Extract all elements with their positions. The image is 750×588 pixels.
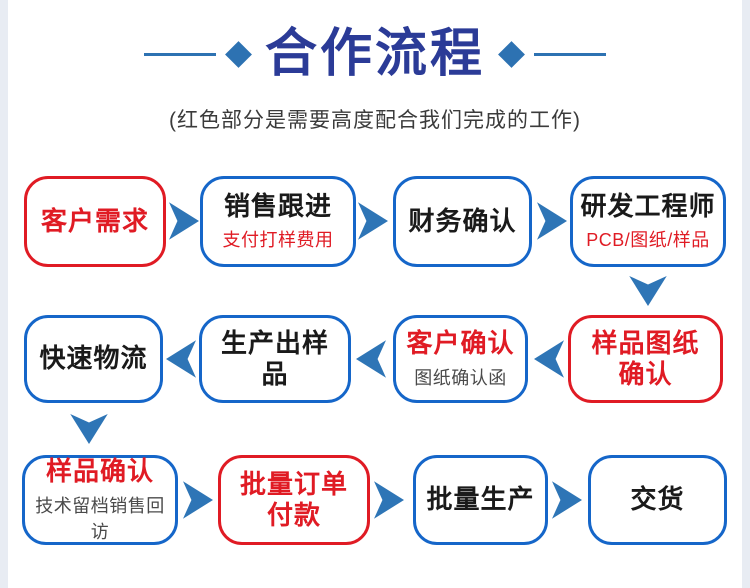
box-title: 生产出样品 <box>220 327 329 389</box>
arrow-left-icon <box>356 340 386 378</box>
page-edge-right <box>742 0 750 588</box>
page-subtitle: (红色部分是需要高度配合我们完成的工作) <box>169 109 581 132</box>
arrow-right-icon <box>169 202 199 240</box>
deco-line-left <box>143 53 216 57</box>
box-title: 客户需求 <box>40 205 149 236</box>
box-subtitle: 支付打样费用 <box>222 230 334 251</box>
arrow-right-icon <box>183 481 213 519</box>
box-produce-sample: 生产出样品 <box>199 315 351 403</box>
box-bulk-order-payment: 批量订单 付款 <box>218 455 370 545</box>
diamond-icon <box>498 41 525 69</box>
box-sample-confirm: 样品确认 技术留档销售回访 <box>22 455 178 545</box>
box-sample-drawing-confirm: 样品图纸 确认 <box>568 315 723 403</box>
box-customer-demand: 客户需求 <box>24 176 166 267</box>
diamond-icon <box>225 41 252 69</box>
box-subtitle: PCB/图纸/样品 <box>586 230 710 251</box>
box-title: 快速物流 <box>39 343 148 374</box>
page-edge-left <box>0 0 8 588</box>
arrow-down-icon <box>629 276 667 306</box>
box-rd-engineer: 研发工程师 PCB/图纸/样品 <box>570 176 726 267</box>
box-title: 样品确认 <box>45 456 154 487</box>
box-subtitle: 技术留档销售回访 <box>35 495 165 542</box>
box-fast-logistics: 快速物流 <box>24 315 163 403</box>
box-title: 研发工程师 <box>580 190 716 221</box>
box-mass-production: 批量生产 <box>413 455 548 545</box>
box-title: 批量订单 付款 <box>239 468 348 530</box>
arrow-right-icon <box>358 202 388 240</box>
header: 合作流程 <box>0 25 750 83</box>
box-title: 销售跟进 <box>223 190 332 221</box>
arrow-right-icon <box>537 202 567 240</box>
arrow-right-icon <box>552 481 582 519</box>
box-customer-confirm: 客户确认 图纸确认函 <box>393 315 528 403</box>
box-title: 批量生产 <box>426 484 535 515</box>
deco-line-right <box>534 53 606 57</box>
box-finance-confirm: 财务确认 <box>393 176 532 267</box>
box-sales-follow-up: 销售跟进 支付打样费用 <box>200 176 356 267</box>
box-subtitle: 图纸确认函 <box>414 367 507 388</box>
arrow-right-icon <box>374 481 404 519</box>
box-title: 样品图纸 确认 <box>591 327 700 389</box>
arrow-left-icon <box>534 340 564 378</box>
box-title: 客户确认 <box>406 328 515 359</box>
box-title: 财务确认 <box>408 205 517 236</box>
page-title: 合作流程 <box>264 25 485 83</box>
arrow-left-icon <box>166 340 196 378</box>
arrow-down-icon <box>70 414 108 444</box>
box-title: 交货 <box>630 484 685 515</box>
box-delivery: 交货 <box>588 455 727 545</box>
